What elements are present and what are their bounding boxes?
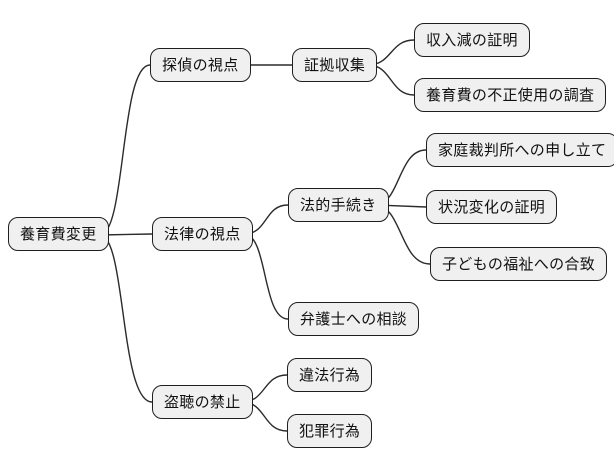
node-wiretap-prohibition: 盗聴の禁止 — [152, 385, 253, 419]
connector-root-detective — [99, 64, 151, 236]
node-income-decrease-proof: 収入減の証明 — [414, 23, 530, 57]
node-illegal-act: 違法行為 — [287, 358, 373, 392]
node-lawyer-consultation: 弁護士への相談 — [288, 302, 420, 336]
node-criminal-act: 犯罪行為 — [287, 414, 373, 448]
node-family-court-petition: 家庭裁判所への申し立て — [426, 133, 614, 167]
node-evidence-collection: 証拠収集 — [292, 48, 378, 82]
node-child-welfare-conformity: 子どもの福祉への合致 — [430, 247, 608, 281]
connector-root-wiretap — [99, 234, 153, 403]
node-legal-procedure: 法的手続き — [288, 188, 389, 222]
connector-root-legal — [99, 233, 153, 236]
node-legal-perspective: 法律の視点 — [152, 217, 253, 251]
node-situation-change-proof: 状況変化の証明 — [426, 190, 558, 224]
node-child-support-change: 養育費変更 — [8, 217, 109, 251]
node-misuse-investigation: 養育費の不正使用の調査 — [414, 78, 607, 112]
node-detective-perspective: 探偵の視点 — [150, 48, 251, 82]
